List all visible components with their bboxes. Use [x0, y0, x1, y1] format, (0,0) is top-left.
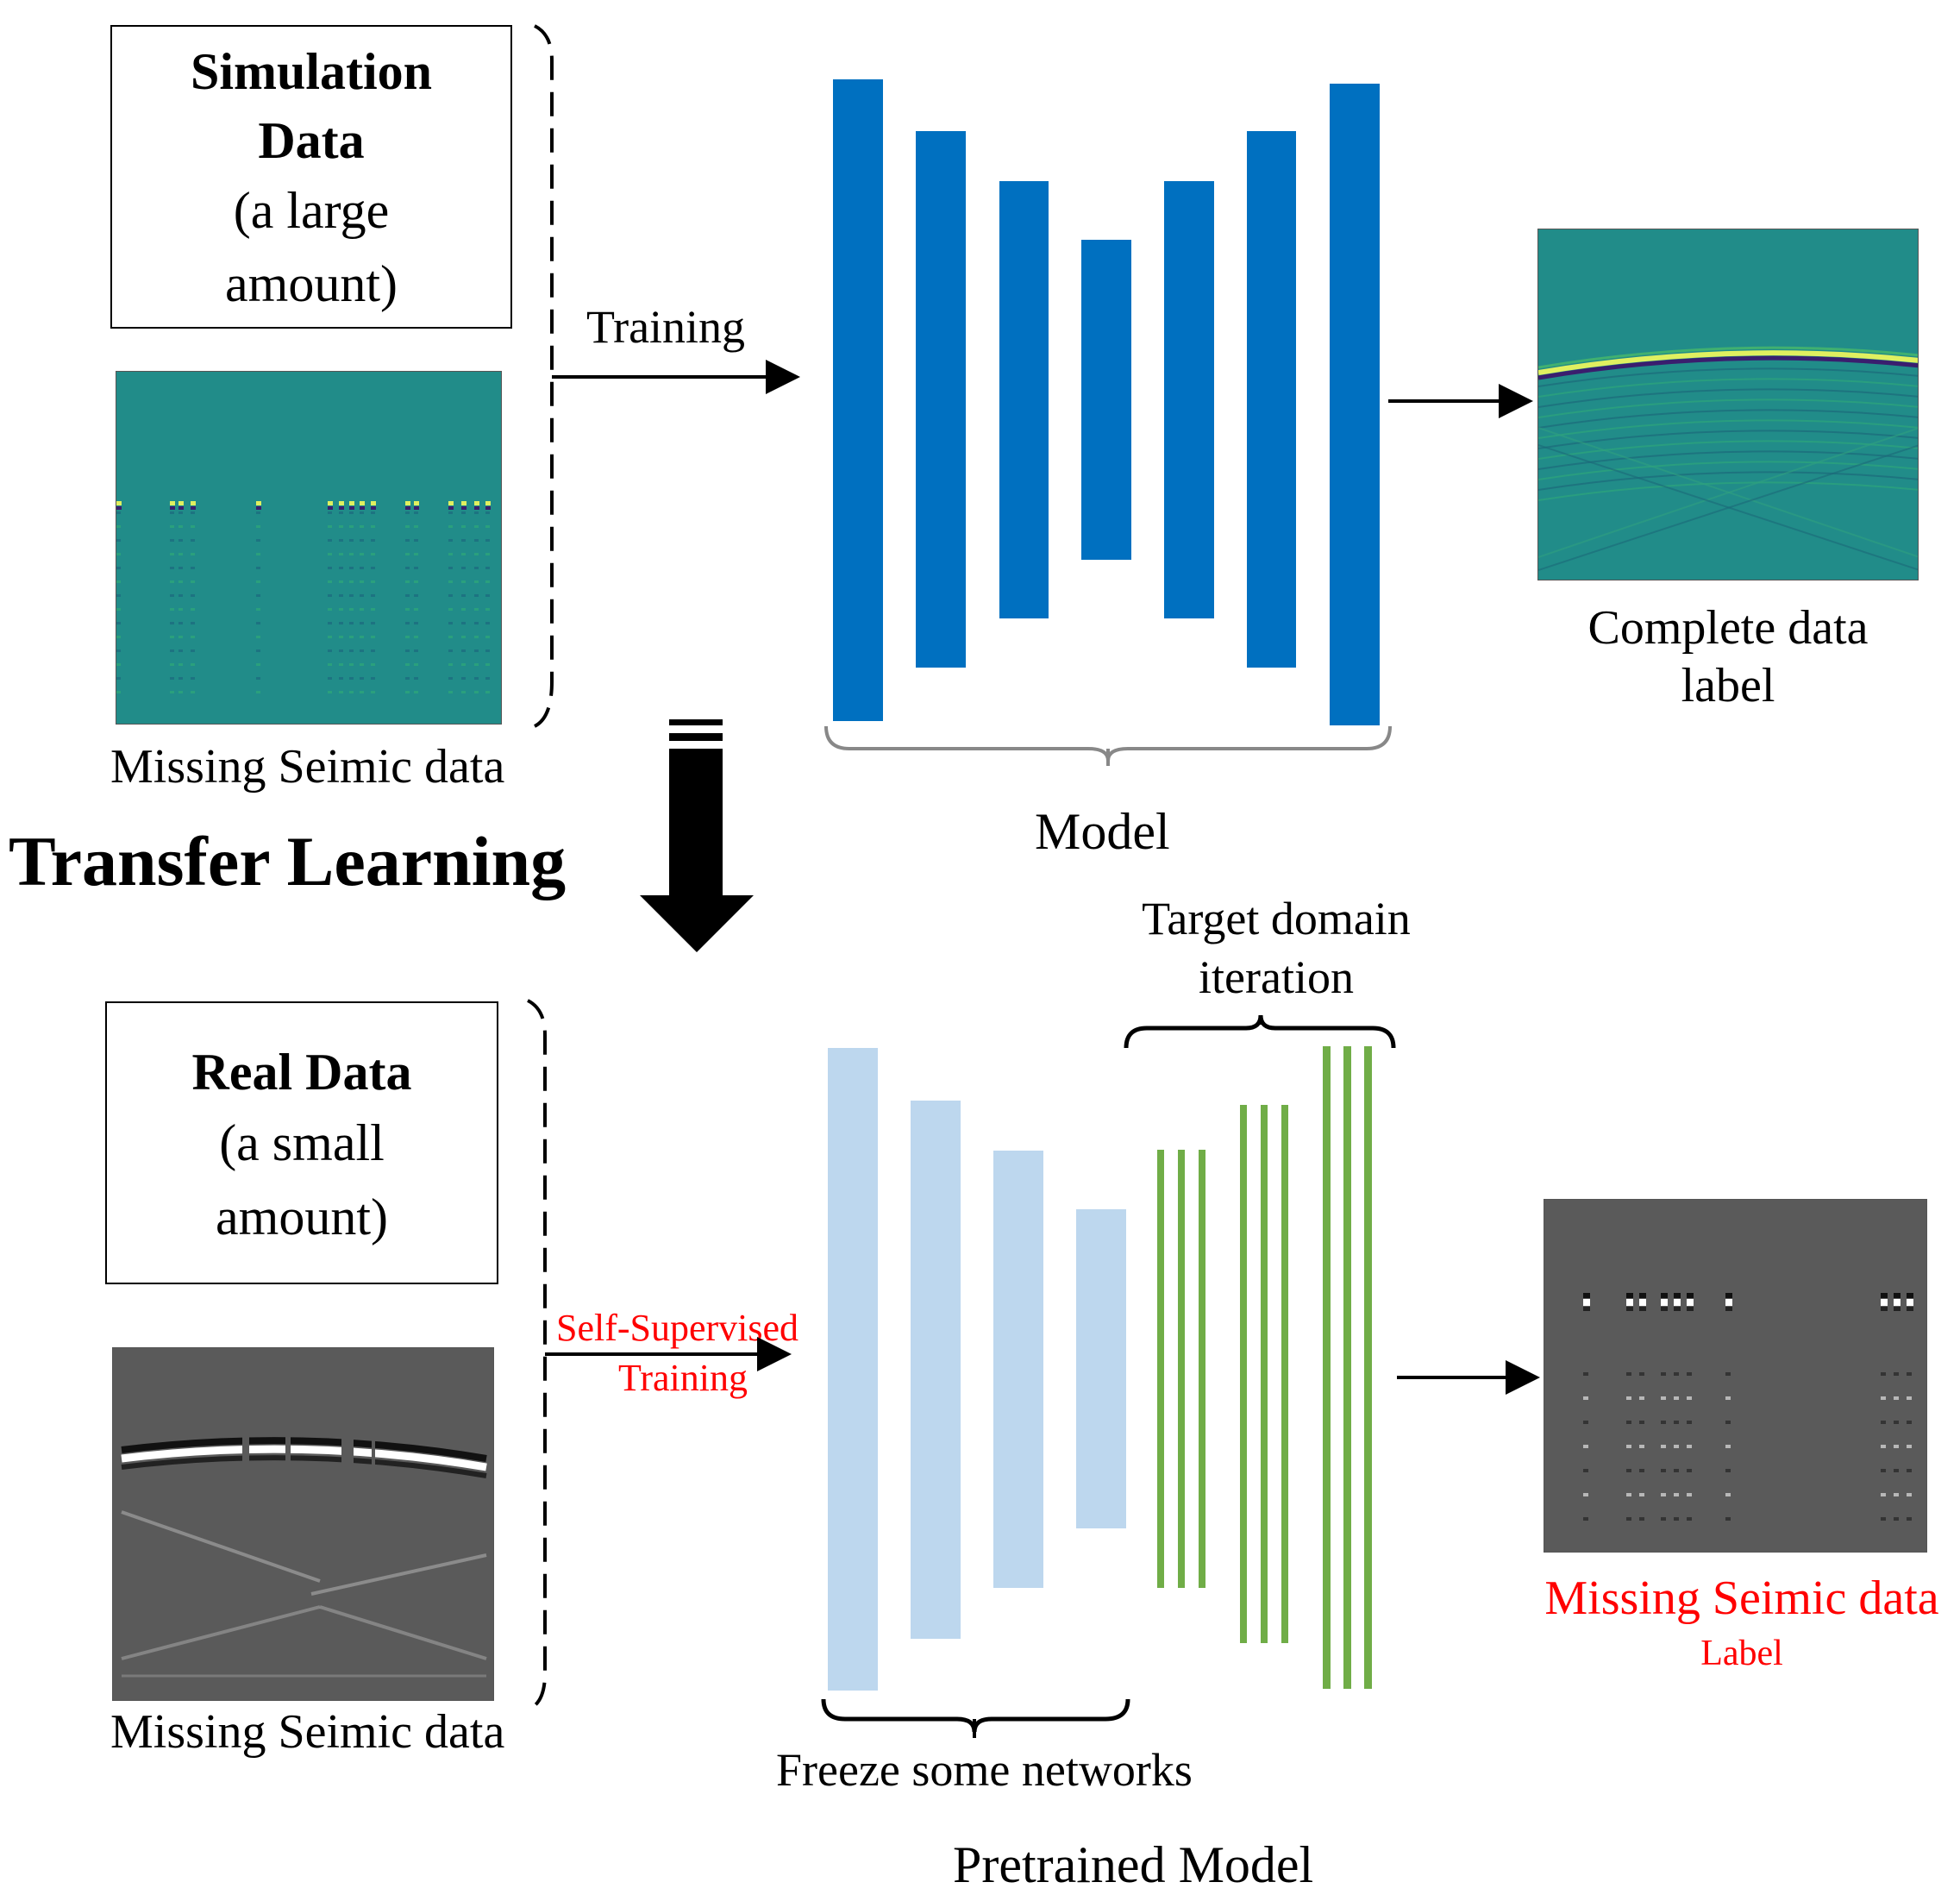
complete-data-caption-1: Complete data — [1587, 601, 1869, 655]
pretrained-model-label: Pretrained Model — [953, 1836, 1314, 1893]
missing-seismic-label-traces — [1583, 1293, 1913, 1521]
simulation-data-box: Simulation Data (a large amount) — [110, 25, 512, 329]
frozen-layer-2 — [911, 1101, 961, 1639]
real-data-title: Real Data — [191, 1044, 412, 1101]
green-layer-6c — [1281, 1105, 1288, 1643]
transfer-learning-arrow — [640, 719, 754, 952]
target-domain-label-1: Target domain — [1142, 893, 1411, 944]
model-brace — [824, 725, 1392, 762]
target-domain-label-2: iteration — [1199, 951, 1354, 1003]
missing-label-caption-1: Missing Seimic data — [1544, 1572, 1939, 1625]
green-layer-6a — [1240, 1105, 1247, 1643]
top-dashed-bracket — [533, 24, 554, 728]
simulation-data-title-1: Simulation — [190, 43, 433, 100]
model-label: Model — [1035, 803, 1170, 860]
frozen-layer-1 — [828, 1048, 878, 1691]
model-layer-2 — [916, 131, 966, 668]
frozen-layer-3 — [993, 1151, 1043, 1588]
top-input-caption: Missing Seimic data — [110, 740, 505, 794]
real-seismic-traces — [121, 1417, 487, 1678]
self-supervised-label-1: Self-Supervised — [556, 1307, 799, 1349]
pretrained-frozen-layers — [828, 1048, 1126, 1691]
frozen-layer-4 — [1076, 1209, 1126, 1528]
real-data-sub-2: amount) — [216, 1189, 388, 1245]
simulation-data-sub-1: (a large — [233, 182, 390, 239]
missing-label-caption-2: Label — [1700, 1634, 1783, 1673]
simulation-data-sub-2: amount) — [225, 255, 398, 312]
freeze-networks-label: Freeze some networks — [776, 1744, 1193, 1796]
model-layer-6 — [1247, 131, 1296, 668]
complete-data-caption-2: label — [1681, 659, 1775, 712]
target-domain-brace — [1124, 1014, 1396, 1049]
model-layer-1 — [833, 79, 883, 721]
simulation-data-title-2: Data — [258, 112, 365, 169]
green-layer-5c — [1199, 1150, 1205, 1588]
bottom-input-caption: Missing Seimic data — [110, 1705, 505, 1759]
real-data-box: Real Data (a small amount) — [105, 1001, 498, 1284]
real-missing-seismic-image — [112, 1347, 494, 1701]
green-layer-7a — [1323, 1046, 1331, 1689]
simulated-seismic-traces — [116, 501, 491, 693]
green-layer-5b — [1178, 1150, 1185, 1588]
freeze-brace — [821, 1698, 1130, 1733]
bottom-dashed-bracket — [527, 999, 547, 1711]
missing-seismic-label-image — [1544, 1199, 1927, 1553]
model-encoder-decoder — [833, 79, 1380, 725]
model-layer-7 — [1330, 84, 1380, 725]
fine-tuned-layers — [1157, 1046, 1372, 1689]
transfer-learning-label: Transfer Learning — [9, 822, 567, 900]
green-layer-7b — [1343, 1046, 1351, 1689]
complete-seismic-pattern — [1538, 346, 1918, 571]
self-supervised-label-2: Training — [618, 1357, 748, 1399]
green-layer-6b — [1261, 1105, 1268, 1643]
green-layer-7c — [1364, 1046, 1372, 1689]
real-data-sub-1: (a small — [219, 1114, 385, 1171]
green-layer-5a — [1157, 1150, 1164, 1588]
complete-data-label-image — [1537, 229, 1919, 580]
model-layer-4 — [1081, 240, 1131, 560]
model-layer-5 — [1164, 181, 1214, 618]
simulated-missing-seismic-image — [116, 371, 502, 725]
model-layer-3 — [999, 181, 1049, 618]
training-label: Training — [586, 301, 746, 353]
